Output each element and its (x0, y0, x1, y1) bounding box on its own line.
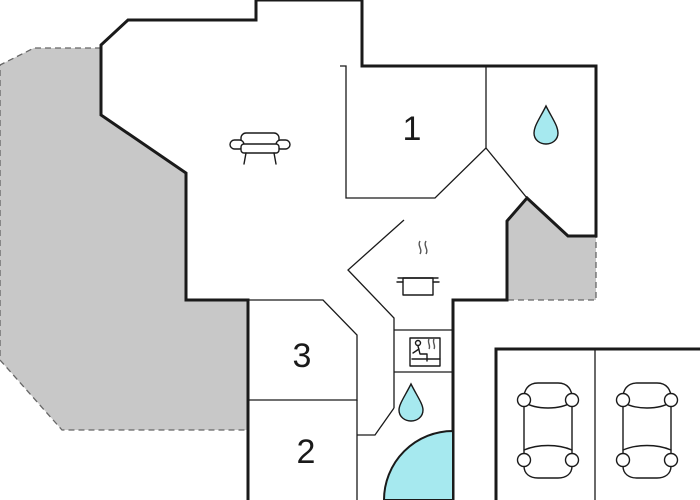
wall-hall (357, 407, 395, 436)
cooking-pot-icon (396, 240, 440, 296)
shower-icon (382, 429, 454, 500)
water-drop-icon-bathroom-2 (398, 382, 424, 422)
terrace-east (506, 197, 597, 301)
water-drop-icon-bathroom-1 (533, 104, 559, 145)
wall-sauna (394, 329, 453, 373)
sofa-icon (229, 132, 291, 165)
car-icon (615, 382, 679, 479)
wall-bathroom-1 (485, 147, 528, 199)
wall-kitchen (347, 219, 405, 408)
room-label-1: 1 (403, 110, 422, 148)
exterior-walls (99, 0, 598, 500)
interior-walls (248, 65, 528, 500)
wall-bedroom-3 (248, 299, 358, 401)
room-label-2: 2 (297, 433, 316, 471)
car-icon (516, 382, 580, 479)
terrace-west (0, 47, 249, 431)
room-label-3: 3 (293, 337, 312, 375)
sauna-icon (409, 337, 441, 367)
garage-walls (494, 347, 700, 500)
wall-bedroom-1 (340, 65, 487, 199)
